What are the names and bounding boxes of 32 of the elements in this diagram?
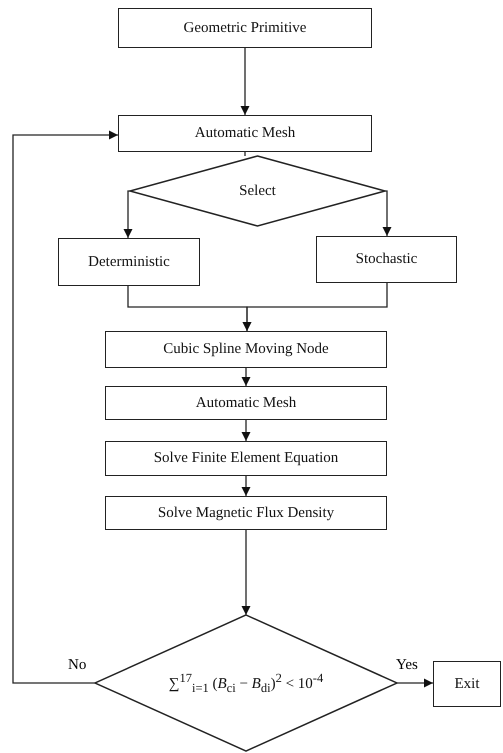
node-label: Exit xyxy=(454,676,480,692)
process-box xyxy=(118,8,372,48)
arrow xyxy=(242,476,250,496)
arrow xyxy=(242,530,250,615)
formula-text: ∑$^{17}$$_{i=1}$ (B$_{ci}$ − B$_{di}$)$^{2}$ < 10$^{-4}$ xyxy=(168,670,324,696)
node-label: Geometric Primitive xyxy=(184,20,306,36)
arrow xyxy=(240,48,250,115)
node-label: Cubic Spline Moving Node xyxy=(163,341,329,358)
process-box xyxy=(105,386,387,420)
arrow xyxy=(397,678,433,688)
process-box xyxy=(105,331,387,368)
process-box xyxy=(105,496,387,530)
arrow xyxy=(124,190,132,238)
decision-diamond xyxy=(95,615,397,751)
decision-diamond xyxy=(130,156,385,226)
arrow xyxy=(242,283,388,331)
process-box xyxy=(105,441,387,476)
node-label: Solve Magnetic Flux Density xyxy=(158,504,334,522)
arrow xyxy=(242,420,250,441)
process-box xyxy=(433,661,501,707)
node-label: Deterministic xyxy=(88,254,170,270)
node-label: Select xyxy=(239,182,276,200)
process-box xyxy=(58,238,200,286)
node-label: Solve Finite Element Equation xyxy=(154,450,338,467)
process-box xyxy=(316,236,457,283)
node-label: Automatic Mesh xyxy=(196,394,296,412)
arrow xyxy=(382,190,392,236)
node-label: Stochastic xyxy=(356,251,418,268)
node-label: Automatic Mesh xyxy=(194,125,296,142)
arrow xyxy=(242,368,250,386)
arrow xyxy=(12,130,118,684)
process-box xyxy=(118,115,372,152)
